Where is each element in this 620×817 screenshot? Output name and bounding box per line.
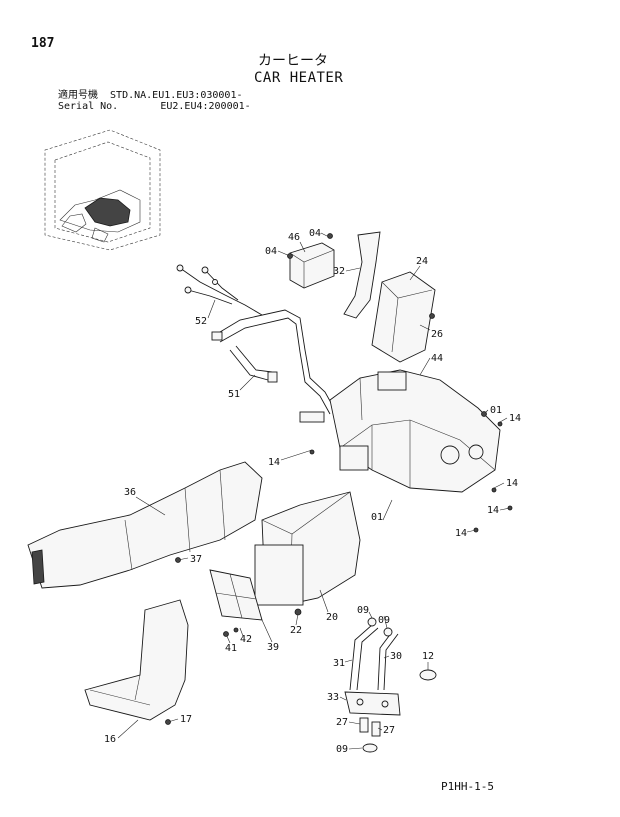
callout-label: 32 [333, 266, 345, 277]
callout-label: 37 [190, 554, 202, 565]
machine-location-sketch [44, 129, 161, 251]
callout-label: 14 [487, 505, 499, 516]
page-title-japanese: カーヒータ [258, 53, 328, 69]
callout-label: 22 [290, 625, 302, 636]
fastener-icons [165, 233, 513, 725]
callout-label: 14 [506, 478, 518, 489]
part-52-harness [176, 264, 263, 316]
callout-labels: 46 04 04 32 24 52 26 44 51 01 14 14 36 1… [104, 228, 521, 755]
part-31-30-hoses [349, 617, 399, 691]
part-27-09-fittings [359, 717, 381, 753]
callout-label: 27 [336, 717, 348, 728]
callout-label: 01 [490, 405, 502, 416]
callout-label: 24 [416, 256, 428, 267]
callout-label: 09 [378, 615, 390, 626]
part-32-duct [343, 231, 381, 319]
callout-label: 09 [357, 605, 369, 616]
callout-label: 04 [265, 246, 277, 257]
page-title: CAR HEATER [254, 70, 344, 86]
callout-label: 46 [288, 232, 300, 243]
part-16-duct [84, 599, 189, 721]
document-code: P1HH-1-5 [441, 780, 494, 793]
callout-label: 04 [309, 228, 321, 239]
callout-label: 16 [104, 734, 116, 745]
part-46-box [289, 242, 335, 289]
callout-label: 14 [455, 528, 467, 539]
part-39-filter [209, 569, 263, 621]
callout-label: 14 [509, 413, 521, 424]
callout-label: 31 [333, 658, 345, 669]
callout-label: 52 [195, 316, 207, 327]
callout-label: 42 [240, 634, 252, 645]
callout-label: 51 [228, 389, 240, 400]
serial-line-1: 適用号機 STD.NA.EU1.EU3:030001- [58, 90, 243, 101]
callout-label: 20 [326, 612, 338, 623]
callout-label: 41 [225, 643, 237, 654]
callout-label: 26 [431, 329, 443, 340]
part-36-duct [27, 461, 263, 589]
serial-line-2: Serial No. EU2.EU4:200001- [58, 101, 251, 112]
callout-label: 44 [431, 353, 443, 364]
callout-label: 33 [327, 692, 339, 703]
part-44-heater-unit [329, 369, 501, 493]
serial-applicability: 適用号機 STD.NA.EU1.EU3:030001- Serial No. E… [58, 90, 251, 112]
part-24-duct [371, 271, 436, 363]
callout-label: 39 [267, 642, 279, 653]
callout-label: 14 [268, 457, 280, 468]
callout-label: 01 [371, 512, 383, 523]
page-number: 187 [31, 36, 55, 51]
callout-label: 12 [422, 651, 434, 662]
part-33-bracket [344, 691, 401, 716]
part-51-harness [211, 309, 336, 423]
part-20-duct [254, 491, 361, 606]
callout-label: 17 [180, 714, 192, 725]
callout-label: 27 [383, 725, 395, 736]
part-12-cap [419, 669, 437, 681]
callout-label: 09 [336, 744, 348, 755]
callout-label: 30 [390, 651, 402, 662]
callout-label: 36 [124, 487, 136, 498]
